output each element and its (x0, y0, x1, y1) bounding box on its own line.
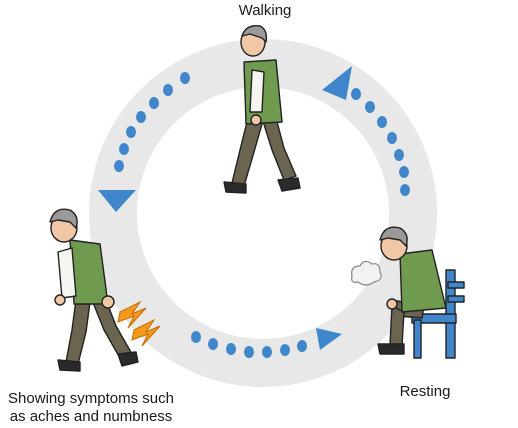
arrowhead-up-icon (322, 66, 352, 100)
chair-icon (411, 269, 465, 359)
arrowhead-down-icon (98, 190, 136, 212)
breath-puff-icon (351, 260, 382, 286)
stage-label-symptoms-line-2: as aches and numbness (9, 408, 173, 425)
arrowhead-right-icon (316, 328, 342, 350)
stage-label-resting: Resting (399, 383, 451, 400)
walking-person-icon (223, 25, 301, 194)
seated-person-resting-icon (377, 226, 465, 359)
arrow-resting-to-walking (322, 66, 410, 196)
pain-zigzag-icon (117, 300, 161, 347)
arrow-symptoms-to-walking (98, 72, 190, 212)
stage-label-symptoms: Showing symptoms such as aches and numbn… (0, 390, 182, 426)
arrow-symptoms-to-resting (191, 328, 342, 358)
stage-label-walking: Walking (238, 2, 292, 19)
stage-label-symptoms-line-1: Showing symptoms such (8, 390, 174, 407)
person-with-leg-pain-icon (49, 208, 139, 372)
